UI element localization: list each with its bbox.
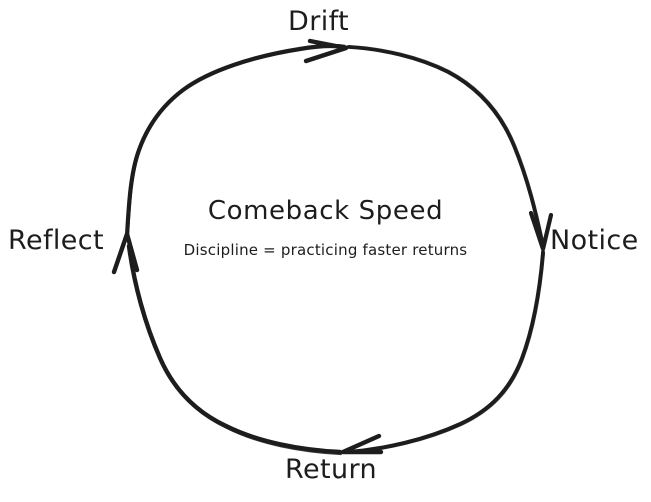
arrow-left-down-icon: [340, 433, 384, 455]
edge-drift-to-notice-path: [346, 45, 544, 244]
node-label-return[interactable]: Return: [285, 454, 377, 485]
edge-notice-to-return: [340, 250, 546, 455]
center-title: Comeback Speed: [207, 196, 444, 226]
arrow-right-up-icon: [303, 38, 349, 64]
edge-notice-to-return-path-overlay: [347, 251, 546, 455]
edge-notice-to-return-path: [346, 250, 545, 454]
arrow-down-icon: [528, 210, 554, 252]
arrow-up-icon: [111, 231, 140, 275]
edge-drift-to-notice: [346, 45, 554, 252]
edge-return-to-reflect-path-overlay: [128, 246, 343, 456]
edge-return-to-reflect-path: [126, 243, 343, 455]
node-label-drift[interactable]: Drift: [288, 6, 350, 37]
node-label-reflect[interactable]: Reflect: [8, 225, 105, 256]
center-subtitle: Discipline = practicing faster returns: [183, 241, 468, 259]
edge-reflect-to-drift-path-overlay: [126, 43, 347, 236]
edge-return-to-reflect: [111, 231, 343, 456]
edge-drift-to-notice-path-overlay: [348, 45, 544, 242]
node-label-notice[interactable]: Notice: [550, 225, 639, 256]
edge-reflect-to-drift: [124, 38, 349, 239]
